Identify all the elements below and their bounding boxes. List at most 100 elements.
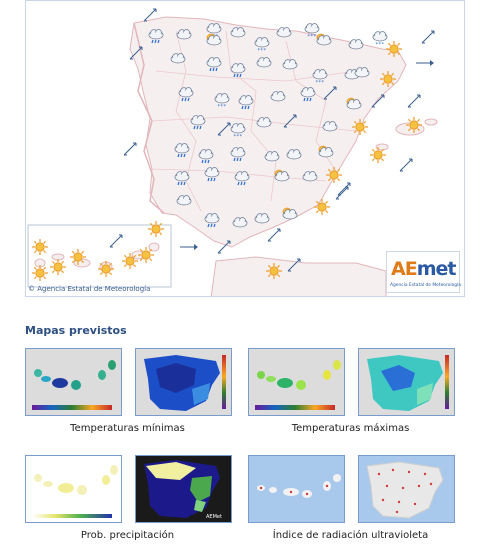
svg-text:*: * — [316, 80, 319, 86]
wind-arrow-icon — [180, 244, 198, 250]
cloud-icon — [302, 171, 318, 182]
sun-icon — [70, 249, 86, 265]
cloud-icon — [282, 59, 298, 70]
max-peninsula-preview — [359, 349, 454, 415]
map-thumb-precip-peninsula[interactable]: AEMet — [135, 455, 232, 523]
weather-icons-layer: ********************* — [32, 8, 435, 281]
aemet-logo[interactable]: AEmet Agencia Estatal de Meteorología — [386, 251, 461, 293]
sun-icon — [380, 71, 396, 87]
svg-text:*: * — [240, 134, 243, 140]
map-thumb-uv-peninsula[interactable] — [358, 455, 455, 523]
svg-text:*: * — [319, 80, 322, 86]
africa-land — [210, 256, 387, 296]
svg-text:*: * — [221, 104, 224, 110]
cloud-icon — [286, 149, 302, 160]
cloud-icon — [176, 195, 192, 206]
cloud-icon — [230, 27, 246, 38]
svg-text:*: * — [224, 104, 227, 110]
svg-text:*: * — [382, 42, 385, 48]
snow-cloud-icon: *** — [214, 93, 230, 110]
sun-icon — [122, 253, 138, 269]
cloud-icon — [322, 121, 338, 132]
precip-peninsula-preview: AEMet — [136, 456, 231, 522]
caption-min[interactable]: Temperaturas mínimas — [70, 423, 185, 434]
wind-arrow-icon — [287, 258, 301, 272]
wind-arrow-icon — [371, 94, 385, 108]
wind-arrow-icon — [267, 228, 281, 242]
forecast-map-canvas: ********************* — [27, 8, 438, 296]
cloud-icon — [170, 53, 186, 64]
cloud-icon — [232, 217, 248, 228]
svg-text:*: * — [308, 34, 311, 40]
precip-canarias-preview — [26, 456, 121, 522]
sun-icon — [148, 221, 164, 237]
rain-cloud-icon — [300, 87, 316, 102]
cloud-icon — [256, 57, 272, 68]
cloud-icon — [318, 145, 334, 158]
rain-cloud-icon — [230, 63, 246, 78]
cloud-icon — [274, 169, 290, 182]
cloud-icon — [254, 213, 270, 224]
min-peninsula-preview — [136, 349, 231, 415]
wind-arrow-icon — [283, 114, 297, 128]
rain-cloud-icon — [198, 149, 214, 164]
cloud-icon — [276, 27, 292, 38]
svg-text:*: * — [311, 34, 314, 40]
sun-icon — [370, 147, 386, 163]
wind-arrow-icon — [109, 234, 123, 248]
wind-arrow-icon — [421, 30, 435, 44]
caption-precip[interactable]: Prob. precipitación — [80, 530, 175, 541]
caption-uv[interactable]: Índice de radiación ultravioleta — [272, 530, 429, 541]
svg-text:*: * — [379, 42, 382, 48]
sun-icon — [386, 41, 402, 57]
sun-icon — [266, 263, 282, 279]
map-thumb-max-peninsula[interactable] — [358, 348, 455, 416]
snow-cloud-icon: *** — [372, 31, 388, 48]
cloud-icon — [348, 39, 364, 50]
sun-icon — [138, 247, 154, 263]
map-thumb-precip-canarias[interactable] — [25, 455, 122, 523]
svg-text:*: * — [261, 48, 264, 54]
cloud-icon — [176, 29, 192, 40]
aemet-logo-subtitle: Agencia Estatal de Meteorología — [390, 283, 461, 288]
balearic-islands — [375, 118, 438, 151]
snow-cloud-icon: *** — [304, 23, 320, 40]
rain-cloud-icon — [206, 57, 222, 72]
snow-cloud-icon: *** — [312, 69, 328, 86]
sun-icon — [352, 119, 368, 135]
rain-cloud-icon — [234, 171, 250, 186]
map-credit: © Agencia Estatal de Meteorología — [28, 285, 151, 293]
map-thumb-min-canarias[interactable] — [25, 348, 122, 416]
svg-text:*: * — [376, 42, 379, 48]
wind-arrow-icon — [217, 240, 231, 254]
map-thumb-min-peninsula[interactable] — [135, 348, 232, 416]
rain-cloud-icon — [174, 143, 190, 158]
svg-text:AEMet: AEMet — [206, 514, 222, 520]
svg-text:*: * — [322, 80, 325, 86]
cloud-icon — [264, 151, 280, 162]
forecast-map[interactable]: ********************* © Agencia Estatal … — [25, 0, 465, 297]
sun-icon — [314, 199, 330, 215]
caption-max[interactable]: Temperaturas máximas — [291, 423, 410, 434]
snow-cloud-icon: *** — [254, 37, 270, 54]
cloud-icon — [282, 207, 298, 220]
wind-arrow-icon — [217, 122, 231, 136]
sun-icon — [50, 259, 66, 275]
rain-cloud-icon — [174, 171, 190, 186]
cloud-icon — [316, 33, 332, 46]
uv-canarias-preview — [249, 456, 344, 522]
min-canarias-preview — [26, 349, 121, 415]
cloud-icon — [346, 97, 362, 110]
map-thumb-max-canarias[interactable] — [248, 348, 345, 416]
svg-text:*: * — [264, 48, 267, 54]
rain-cloud-icon — [178, 87, 194, 102]
svg-text:*: * — [237, 134, 240, 140]
map-thumb-uv-canarias[interactable] — [248, 455, 345, 523]
wind-arrow-icon — [407, 94, 421, 108]
wind-arrow-icon — [323, 86, 337, 100]
cloud-icon — [270, 91, 286, 102]
wind-arrow-icon — [337, 182, 351, 196]
section-title: Mapas previstos — [25, 324, 127, 337]
wind-arrow-icon — [143, 8, 157, 22]
svg-text:*: * — [234, 134, 237, 140]
